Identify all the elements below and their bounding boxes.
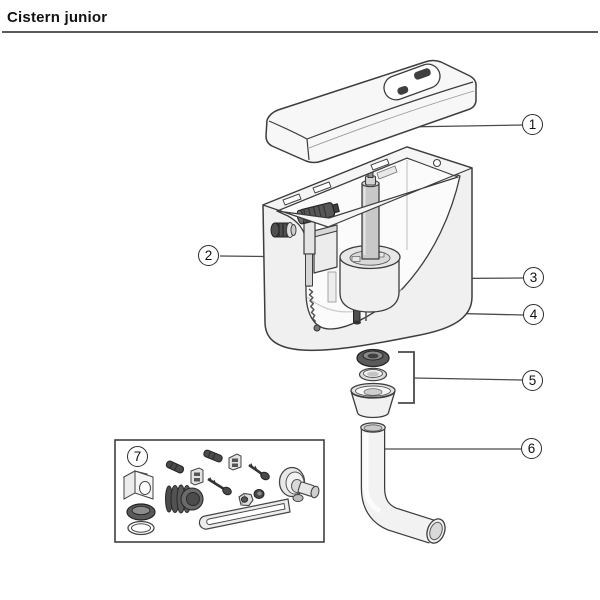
donut-washer (356, 348, 390, 368)
screw (248, 463, 270, 481)
grommet (253, 489, 265, 499)
callout-7-fixing-kit: 7 (127, 446, 148, 467)
fixing-strap (198, 498, 291, 530)
part-1-cistern-lid (265, 59, 477, 164)
callout-4-outlet: 4 (523, 304, 544, 325)
callout-number: 6 (527, 441, 536, 456)
back-nut (238, 492, 254, 507)
callout-number: 4 (529, 307, 538, 322)
part-3-flush-valve (339, 172, 401, 325)
small-flush-button (397, 85, 409, 95)
part-5-seal-set (350, 348, 396, 419)
callout-number: 1 (528, 117, 537, 132)
callout-5-seal-set: 5 (522, 370, 543, 391)
callout-number: 7 (133, 449, 142, 464)
flush-button-panel (383, 63, 441, 101)
cistern-tank-body (262, 146, 473, 352)
callout-1-lid: 1 (522, 114, 543, 135)
page-title: Cistern junior (7, 9, 108, 26)
ribbed-cone-seal (165, 484, 204, 514)
flat-washer (358, 367, 388, 382)
fixing-clip (228, 453, 242, 471)
cone-seal (350, 382, 396, 419)
wall-plug (165, 460, 185, 474)
part-7-fixing-kit (114, 439, 325, 543)
wall-plug (203, 449, 223, 463)
wall-bracket (122, 470, 154, 500)
callout-3-flush-valve: 3 (523, 267, 544, 288)
callout-2-fill-valve: 2 (198, 245, 219, 266)
fixing-clip (190, 467, 204, 486)
pipe-connector (278, 466, 320, 502)
callout-number: 5 (528, 373, 537, 388)
callout-number: 3 (529, 270, 538, 285)
screw (207, 477, 232, 496)
tank-rim (262, 146, 473, 228)
dark-o-ring (126, 503, 156, 521)
part-6-flush-pipe (360, 422, 446, 544)
large-flush-button (414, 68, 431, 80)
part-4-outlet (353, 304, 367, 325)
light-o-ring (127, 520, 155, 536)
tank-inlet-bolt (270, 222, 297, 238)
callout-number: 2 (204, 248, 213, 263)
title-rule (2, 31, 598, 33)
callout-6-flush-pipe: 6 (521, 438, 542, 459)
